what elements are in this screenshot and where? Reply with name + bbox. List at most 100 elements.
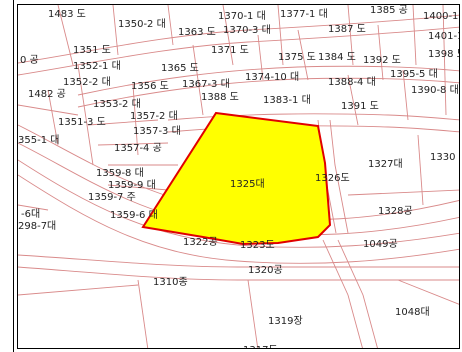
parcel-label-p1392: 1392 도	[363, 55, 401, 66]
parcel-label-p1383_1: 1383-1 대	[263, 94, 311, 106]
parcel-label-p355_1: 355-1 대	[18, 134, 59, 146]
parcel-line	[347, 74, 359, 126]
parcel-label-p1330: 1330	[430, 152, 455, 163]
parcel-label-p1352_1: 1352-1 대	[73, 60, 121, 72]
parcel-line	[402, 69, 409, 121]
parcel-label-p1350_2: 1350-2 대	[118, 18, 166, 30]
parcel-label-p1359_8: 1359-8 대	[96, 167, 144, 179]
parcel-line	[257, 34, 264, 81]
parcel-label-p1357_4: 1357-4 공	[114, 142, 162, 154]
road-edge	[442, 5, 447, 116]
parcel-label-p1385: 1385 공	[370, 5, 408, 16]
parcel-label-p1328: 1328공	[378, 205, 413, 217]
parcel-label-p1384: 1384 도	[318, 52, 356, 63]
parcel-label-p1388: 1388 도	[201, 92, 239, 103]
parcel-label-p1375: 1375 도	[278, 52, 316, 63]
parcel-label-p1356: 1356 도	[131, 81, 169, 92]
parcel-line	[377, 24, 384, 81]
parcel-label-p1359_7: 1359-7 주	[88, 192, 136, 203]
parcel-label-p298_7: 298-7대	[18, 220, 56, 232]
road-edge	[277, 5, 284, 66]
road-edge	[18, 174, 459, 264]
parcel-label-p1351: 1351 도	[73, 45, 111, 56]
cadastral-map[interactable]: 1483 도 1350-2 대 1370-1 대 1377-1 대 1385 공 1400…	[18, 5, 460, 349]
road-edge	[18, 26, 459, 76]
parcel-label-p1353_2: 1353-2 대	[93, 98, 141, 110]
parcel-line	[87, 119, 159, 126]
parcel-line	[112, 5, 119, 56]
parcel-label-p1398: 1398 도	[428, 49, 460, 60]
road-edge	[337, 239, 378, 348]
parcel-line	[247, 279, 259, 348]
parcel-label-p1325: 1325대	[230, 178, 265, 190]
cadastral-map-panel[interactable]: 1483 도 1350-2 대 1370-1 대 1377-1 대 1385 공 1400…	[17, 4, 460, 349]
parcel-label-p1310: 1310종	[153, 276, 188, 288]
parcel-label-p1482: 1482 공	[28, 88, 66, 100]
parcel-label-p1048: 1048대	[395, 306, 430, 318]
parcel-label-p1377_1: 1377-1 대	[280, 8, 328, 20]
road-edge	[347, 5, 354, 66]
parcel-label-p1322: 1322공	[183, 236, 218, 248]
parcel-line	[132, 84, 139, 156]
parcel-label-p1374_10: 1374-10 대	[245, 71, 299, 83]
parcel-label-p1363: 1363 도	[178, 27, 216, 38]
parcel-line	[192, 44, 204, 116]
parcel-label-p_6: -6대	[21, 208, 40, 220]
parcel-labels: 1483 도 1350-2 대 1370-1 대 1377-1 대 1385 공 1400…	[18, 5, 460, 349]
parcel-label-p1357_3: 1357-3 대	[133, 125, 181, 137]
parcel-label-p1401_1: 1401-1	[428, 31, 460, 42]
parcel-label-p1359_6: 1359-6 대	[110, 209, 158, 221]
road-edge	[18, 266, 459, 281]
road-edge	[222, 5, 234, 66]
parcel-label-p1390_8: 1390-8 대	[411, 84, 459, 96]
road-edge	[77, 77, 459, 108]
parcel-label-p1483: 1483 도	[48, 9, 86, 20]
road-edge	[412, 5, 417, 66]
road-edge	[18, 14, 459, 64]
parcel-line	[107, 184, 169, 191]
road-edge	[322, 239, 363, 348]
parcel-label-p1319: 1319장	[268, 315, 303, 327]
parcel-label-p1387: 1387 도	[328, 24, 366, 35]
parcel-label-p1370_1: 1370-1 대	[218, 10, 266, 22]
parcel-label-p1370_3: 1370-3 대	[223, 24, 271, 36]
parcel-label-p1352_2: 1352-2 대	[63, 76, 111, 88]
parcel-line	[77, 64, 94, 166]
parcel-line	[57, 5, 74, 66]
parcel-line	[417, 134, 424, 206]
road-edge	[18, 159, 459, 248]
parcel-line	[167, 5, 174, 46]
left-edge-strip	[0, 0, 14, 352]
parcel-line	[297, 29, 309, 81]
parcel-line	[137, 279, 149, 348]
highlighted-parcel-1325[interactable]	[141, 111, 332, 246]
parcel-label-p1367_3: 1367-3 대	[182, 78, 230, 90]
road-edge	[329, 119, 349, 234]
road-edge	[77, 65, 459, 96]
parcel-label-p_gong: 0 공	[20, 54, 39, 66]
parcel-line	[18, 104, 79, 116]
parcel-label-p1371: 1371 도	[211, 45, 249, 56]
parcel-label-p1365: 1365 도	[161, 63, 199, 74]
parcel-label-p1326: 1326도	[315, 173, 350, 184]
parcel-label-p1359_9: 1359-9 대	[108, 179, 156, 191]
parcel-line	[97, 142, 169, 146]
parcel-line	[47, 89, 59, 146]
parcel-label-p1395_5: 1395-5 대	[390, 68, 438, 80]
parcel-label-p1327: 1327대	[368, 158, 403, 170]
parcel-label-p1400_1: 1400-1	[423, 11, 458, 22]
road-edge	[18, 254, 459, 268]
parcel-label-p1391: 1391 도	[341, 101, 379, 112]
parcel-label-p1323: 1323도	[240, 240, 275, 251]
parcel-line	[18, 284, 139, 296]
parcel-label-p1357_2: 1357-2 대	[130, 110, 178, 122]
parcel-label-p1317: 1317도	[243, 345, 278, 349]
parcel-label-p1351_3: 1351-3 도	[58, 117, 106, 128]
parcel-label-p1320: 1320공	[248, 264, 283, 276]
parcel-line	[347, 189, 459, 196]
parcel-label-p1388_4: 1388-4 대	[328, 76, 376, 88]
parcel-label-p1049: 1049공	[363, 238, 398, 250]
parcel-line	[18, 204, 49, 211]
parcel-line	[397, 279, 459, 305]
